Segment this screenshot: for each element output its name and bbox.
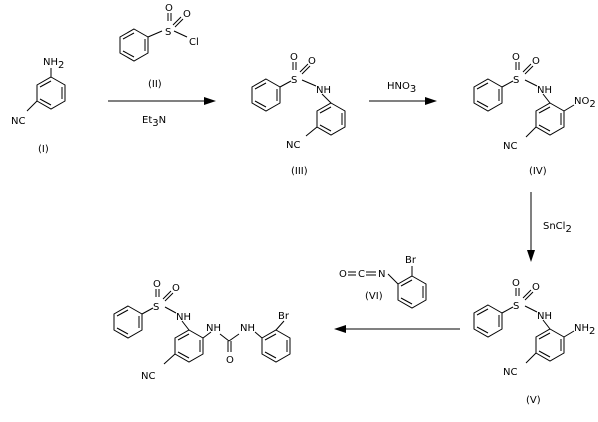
compound-v-sulfur: S [513, 301, 519, 312]
compound-vi-label: (VI) [365, 291, 383, 302]
compound-iv-oxygen-2: O [532, 56, 540, 67]
reagent-nitric-acid: HNO3 [387, 81, 416, 95]
compound-ii-sulfur: S [165, 27, 171, 38]
product-urea-oxygen: O [226, 355, 234, 366]
reagent-triethylamine: Et3N [142, 115, 166, 129]
compound-vi-oxygen: O [339, 269, 347, 280]
compound-iii-structure [251, 62, 346, 137]
compound-iv-label: (IV) [529, 166, 547, 177]
compound-iii-phenyl-ring [251, 78, 281, 112]
compound-v-phenyl-ring [473, 304, 503, 338]
compound-ii-ring [119, 28, 149, 62]
reaction-arrow-3-head [527, 250, 535, 262]
compound-ii-oxygen-1: O [165, 3, 173, 14]
product-oxygen-1: O [153, 279, 161, 290]
compound-v-nitrile: NC [503, 367, 517, 378]
compound-vi-bromine: Br [405, 255, 417, 266]
reaction-arrow-4-head [334, 325, 346, 333]
product-phenyl-ring [113, 305, 143, 339]
compound-iv-aniline-ring [535, 102, 565, 136]
compound-iv-structure [473, 62, 575, 138]
compound-iv-oxygen-1: O [512, 52, 520, 63]
compound-ii-label: (II) [148, 79, 162, 90]
product-oxygen-2: O [172, 283, 180, 294]
compound-vi-ring [397, 275, 427, 309]
reaction-arrow-1-head [204, 97, 216, 105]
compound-v-structure [473, 288, 575, 364]
reagent-tin-chloride: SnCl2 [543, 221, 572, 235]
product-nitrile: NC [141, 371, 155, 382]
product-sulfonamide-nh: NH [176, 312, 191, 323]
compound-iii-nitrile: NC [286, 140, 300, 151]
product-urea-nh-1: NH [206, 323, 221, 334]
compound-iii-aniline-ring [316, 102, 346, 136]
compound-iii-oxygen-1: O [290, 52, 298, 63]
compound-v-aniline-ring [535, 328, 565, 362]
product-central-ring [174, 329, 204, 363]
compound-v-oxygen-1: O [512, 278, 520, 289]
compound-iii-nh: NH [316, 85, 331, 96]
compound-v-amine: NH2 [574, 323, 595, 337]
compound-vi-carbon: C [358, 269, 365, 280]
compound-v-oxygen-2: O [532, 282, 540, 293]
compound-iv-nh: NH [537, 85, 552, 96]
reaction-arrow-2-head [425, 97, 437, 105]
product-sulfur: S [153, 302, 159, 313]
compound-vi-structure [348, 266, 427, 309]
compound-iii-sulfur: S [291, 75, 297, 86]
compound-iv-sulfur: S [513, 75, 519, 86]
compound-v-label: (V) [526, 395, 541, 406]
compound-iv-phenyl-ring [473, 78, 503, 112]
product-urea-nh-2: NH [240, 323, 255, 334]
compound-ii-chlorine: Cl [189, 37, 199, 48]
compound-ii-oxygen-2: O [183, 9, 191, 20]
compound-vi-nitrogen: N [378, 269, 385, 280]
compound-iii-oxygen-2: O [308, 56, 316, 67]
compound-i-label: (I) [38, 144, 49, 155]
compound-i-nh2: NH2 [43, 57, 64, 71]
compound-i-ring [36, 76, 66, 110]
compound-ii-structure [119, 13, 188, 62]
product-bromine: Br [278, 311, 290, 322]
compound-iv-nitro: NO2 [574, 96, 596, 110]
compound-iii-label: (III) [291, 166, 308, 177]
product-structure [113, 289, 291, 365]
compound-i-nitrile: NC [11, 116, 25, 127]
compound-v-nh: NH [537, 311, 552, 322]
compound-iv-nitrile: NC [503, 141, 517, 152]
compound-i-structure [26, 68, 66, 112]
product-bromophenyl-ring [261, 329, 291, 363]
